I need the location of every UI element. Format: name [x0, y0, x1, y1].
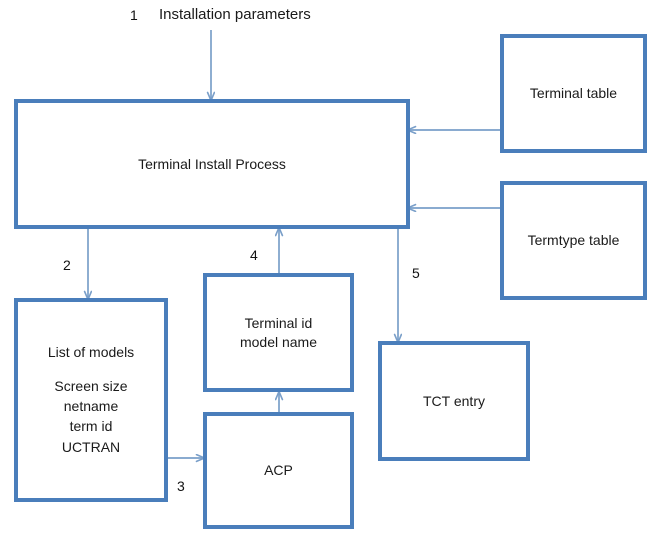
node-terminal-install-process[interactable]: Terminal Install Process	[14, 99, 410, 229]
edge-label-3: 3	[177, 478, 185, 494]
node-terminal-id-model-name-label: Terminal id model name	[239, 314, 318, 350]
node-acp-label: ACP	[264, 462, 293, 479]
node-tct-entry[interactable]: TCT entry	[378, 341, 530, 461]
node-terminal-id-model-name[interactable]: Terminal id model name	[203, 273, 354, 392]
node-termtype-table-label: Termtype table	[527, 232, 620, 249]
node-list-of-models-heading: List of models	[47, 343, 135, 360]
node-terminal-install-process-label: Terminal Install Process	[138, 155, 286, 172]
edge-label-2: 2	[63, 257, 71, 273]
node-terminal-table[interactable]: Terminal table	[500, 34, 647, 153]
node-list-of-models[interactable]: List of models Screen size netname term …	[14, 298, 168, 502]
installation-parameters-label: Installation parameters	[159, 6, 311, 23]
node-terminal-table-label: Terminal table	[529, 85, 618, 102]
edge-label-1: 1	[130, 7, 138, 23]
node-termtype-table[interactable]: Termtype table	[500, 181, 647, 300]
edge-label-5: 5	[412, 265, 420, 281]
node-list-of-models-items: Screen size netname term id UCTRAN	[54, 377, 128, 455]
node-tct-entry-label: TCT entry	[423, 392, 485, 409]
edge-label-4: 4	[250, 247, 258, 263]
node-acp[interactable]: ACP	[203, 412, 354, 529]
